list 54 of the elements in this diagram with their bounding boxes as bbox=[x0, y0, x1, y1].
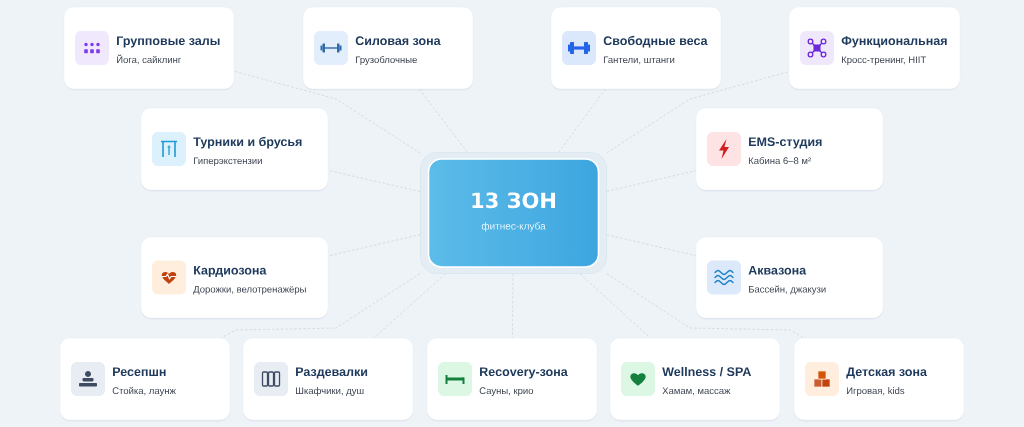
zone-subtitle: Йога, сайклинг bbox=[117, 54, 182, 65]
zone-title: EMS-студия bbox=[749, 137, 822, 149]
zone-card bbox=[788, 6, 961, 91]
connector-line bbox=[606, 234, 697, 256]
zone-title: Групповые залы bbox=[117, 36, 220, 48]
zone-subtitle: Грузоблочные bbox=[356, 56, 417, 65]
connector-line bbox=[233, 70, 421, 154]
zone-subtitle: Кабина 6–8 м² bbox=[749, 157, 811, 165]
zone-title: Турники и брусья bbox=[193, 136, 302, 149]
zone-title: Раздевалки bbox=[296, 367, 368, 379]
connector-line bbox=[373, 273, 446, 339]
zone-subtitle: Гантели, штанги bbox=[604, 56, 675, 65]
zone-title: Recovery-зона bbox=[480, 367, 568, 379]
zone-card bbox=[550, 6, 722, 91]
zone-subtitle: Бассейн, джакузи bbox=[749, 285, 826, 295]
zone-subtitle: Игровая, kids bbox=[847, 387, 905, 396]
zone-subtitle: Шкафчики, душ bbox=[296, 387, 364, 396]
zone-title: Детская зона bbox=[846, 367, 928, 379]
connector-line bbox=[418, 88, 468, 153]
connector-line bbox=[606, 71, 790, 154]
zone-card bbox=[426, 337, 598, 422]
zone-title: Силовая зона bbox=[355, 36, 441, 46]
zone-card bbox=[793, 337, 965, 422]
zone-subtitle: Сауны, крио bbox=[479, 387, 534, 396]
connector-line bbox=[327, 170, 421, 192]
zone-title: Ресепшн bbox=[113, 367, 166, 377]
zone-subtitle: Дорожки, велотренажёры bbox=[193, 285, 306, 295]
zone-card bbox=[140, 236, 329, 320]
zone-subtitle: Хамам, массаж bbox=[662, 387, 731, 396]
zone-title: Wellness / SPA bbox=[662, 366, 752, 377]
zone-card bbox=[695, 107, 884, 192]
connector-line bbox=[606, 170, 697, 192]
zone-title: Аквазона bbox=[748, 265, 807, 275]
hub-subtitle: фитнес-клуба bbox=[481, 222, 546, 232]
connector-line bbox=[606, 273, 805, 339]
hub-box bbox=[420, 152, 607, 274]
zone-card bbox=[695, 236, 884, 320]
zone-card bbox=[302, 6, 474, 91]
zone-title: Функциональная bbox=[841, 36, 947, 48]
zone-subtitle: Кросс-тренинг, HIIT bbox=[842, 56, 926, 65]
connector-line bbox=[221, 273, 421, 339]
zone-subtitle: Гиперэкстензии bbox=[194, 157, 262, 166]
connector-line bbox=[579, 273, 651, 339]
zone-card bbox=[59, 337, 231, 422]
connector-line bbox=[327, 234, 421, 257]
zone-title: Свободные веса bbox=[603, 35, 708, 48]
zone-title: Кардиозона bbox=[194, 265, 267, 278]
connector-line bbox=[558, 88, 606, 153]
zone-card bbox=[140, 107, 329, 192]
zone-card bbox=[609, 337, 781, 422]
zone-card bbox=[242, 337, 414, 422]
hub-title: 13 ЗОН bbox=[472, 192, 555, 209]
zone-card bbox=[63, 6, 235, 91]
zone-subtitle: Стойка, лаунж bbox=[112, 386, 176, 396]
